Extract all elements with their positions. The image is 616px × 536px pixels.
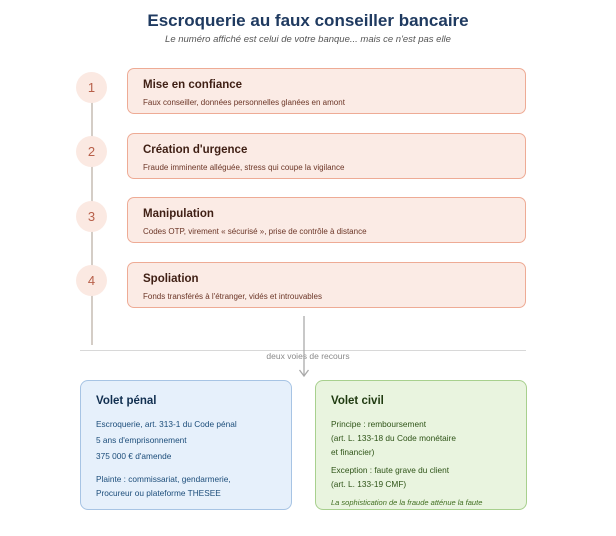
step-number-3: 3	[76, 201, 107, 232]
step-card-4: Spoliation Fonds transférés à l'étranger…	[127, 262, 526, 308]
step-title: Mise en confiance	[143, 79, 243, 91]
civil-line-exception: Exception : faute grave du client	[331, 465, 450, 475]
step-title: Manipulation	[143, 208, 214, 220]
civil-line-exception-article: (art. L. 133-19 CMF)	[331, 479, 407, 489]
step-title: Création d'urgence	[143, 144, 248, 156]
step-number-2: 2	[76, 136, 107, 167]
divider-label: deux voies de recours	[0, 346, 616, 364]
step-card-3: Manipulation Codes OTP, virement « sécur…	[127, 197, 526, 243]
penal-line-complaint: Plainte : commissariat, gendarmerie,	[96, 474, 231, 484]
page-title: Escroquerie au faux conseiller bancaire	[147, 11, 469, 30]
page-subtitle: Le numéro affiché est celui de votre ban…	[165, 34, 451, 45]
penal-line-prison: 5 ans d'emprisonnement	[96, 435, 187, 445]
step-number-1: 1	[76, 72, 107, 103]
step-description: Faux conseiller, données personnelles gl…	[143, 98, 345, 107]
step-card-1: Mise en confiance Faux conseiller, donné…	[127, 68, 526, 114]
arrow-down-icon	[298, 316, 310, 378]
penal-panel: Volet pénal Escroquerie, art. 313-1 du C…	[80, 380, 292, 510]
penal-panel-title: Volet pénal	[96, 395, 157, 407]
divider-line	[80, 350, 526, 351]
step-description: Fonds transférés à l'étranger, vidés et …	[143, 292, 322, 301]
civil-line-principle-article: (art. L. 133-18 du Code monétaire	[331, 433, 456, 443]
step-card-2: Création d'urgence Fraude imminente allé…	[127, 133, 526, 179]
step-description: Codes OTP, virement « sécurisé », prise …	[143, 227, 367, 236]
step-number-4: 4	[76, 265, 107, 296]
step-title: Spoliation	[143, 273, 199, 285]
penal-line-fine: 375 000 € d'amende	[96, 451, 172, 461]
civil-line-principle-article-2: et financier)	[331, 447, 375, 457]
divider-label-text: deux voies de recours	[263, 351, 353, 361]
civil-panel: Volet civil Principe : remboursement (ar…	[315, 380, 527, 510]
civil-line-principle: Principe : remboursement	[331, 419, 426, 429]
penal-line-article: Escroquerie, art. 313-1 du Code pénal	[96, 419, 237, 429]
penal-line-complaint-2: Procureur ou plateforme THESEE	[96, 488, 221, 498]
step-description: Fraude imminente alléguée, stress qui co…	[143, 163, 345, 172]
civil-note: La sophistication de la fraude atténue l…	[331, 498, 483, 507]
civil-panel-title: Volet civil	[331, 395, 384, 407]
